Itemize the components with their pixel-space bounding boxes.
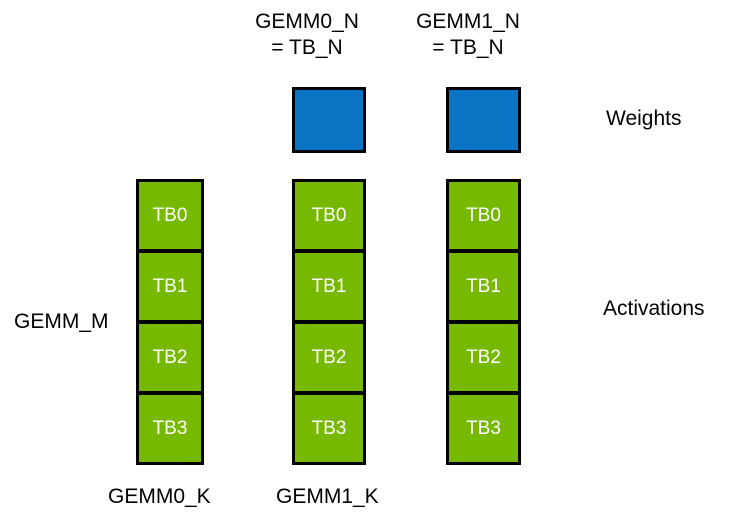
tb-cell-tb2: TB2 — [136, 321, 204, 394]
tb-cell-tb3: TB3 — [136, 392, 204, 465]
tb-cell-tb1: TB1 — [446, 250, 521, 323]
gemm0-k-label: GEMM0_K — [108, 485, 211, 508]
label-gemm0-n-line2: = TB_N — [271, 36, 343, 59]
tb-cell-tb1: TB1 — [292, 250, 366, 323]
weights-block-gemm0 — [292, 87, 366, 153]
tb-cell-tb0: TB0 — [446, 179, 521, 252]
activations-label: Activations — [603, 297, 705, 320]
activations-column-1: TB0 TB1 TB2 TB3 — [292, 179, 366, 465]
label-gemm1-n-line2: = TB_N — [432, 36, 504, 59]
tb-cell-tb2: TB2 — [446, 321, 521, 394]
label-gemm0-n: GEMM0_N = TB_N — [227, 9, 387, 61]
tb-cell-tb1: TB1 — [136, 250, 204, 323]
label-gemm1-n-line1: GEMM1_N — [416, 10, 520, 33]
tb-cell-tb3: TB3 — [292, 392, 366, 465]
label-gemm0-n-line1: GEMM0_N — [255, 10, 359, 33]
gemm1-k-label: GEMM1_K — [276, 485, 379, 508]
gemm-m-label: GEMM_M — [14, 310, 109, 333]
label-gemm1-n: GEMM1_N = TB_N — [388, 9, 548, 61]
tb-cell-tb3: TB3 — [446, 392, 521, 465]
weights-block-gemm1 — [446, 87, 521, 153]
tb-cell-tb0: TB0 — [136, 179, 204, 252]
activations-column-2: TB0 TB1 TB2 TB3 — [446, 179, 521, 465]
tb-cell-tb0: TB0 — [292, 179, 366, 252]
weights-label: Weights — [606, 107, 682, 130]
tb-cell-tb2: TB2 — [292, 321, 366, 394]
activations-column-0: TB0 TB1 TB2 TB3 — [136, 179, 204, 465]
